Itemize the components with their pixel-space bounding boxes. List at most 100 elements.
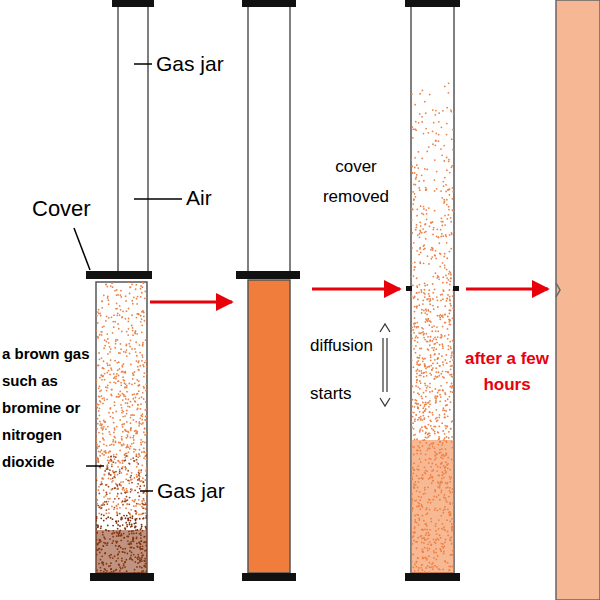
gas-particle — [111, 282, 113, 284]
gas-particle — [111, 316, 113, 318]
gas-particle — [123, 380, 125, 382]
gas-particle — [450, 346, 452, 348]
gas-particle — [145, 488, 147, 490]
gas-particle — [436, 188, 438, 190]
gas-particle — [426, 387, 428, 389]
gas-particle — [446, 218, 448, 220]
gas-particle — [113, 381, 115, 383]
gas-particle — [120, 384, 122, 386]
gas-particle — [450, 348, 452, 350]
gas-particle — [422, 407, 424, 409]
gas-particle — [142, 310, 144, 312]
gas-particle — [437, 432, 439, 434]
gas-particle — [112, 439, 114, 441]
gas-particle — [118, 460, 120, 462]
gas-particle — [132, 374, 134, 376]
gas-particle — [98, 489, 100, 491]
gas-particle — [141, 292, 143, 294]
gas-particle — [140, 315, 142, 317]
gas-particle — [96, 428, 98, 430]
gas-particle — [134, 510, 136, 512]
gas-particle — [432, 229, 434, 231]
gas-particle — [448, 159, 450, 161]
gas-particle — [110, 407, 112, 409]
gas-particle — [450, 305, 452, 307]
gas-particle — [128, 503, 130, 505]
gas-particle — [121, 445, 123, 447]
gas-particle — [118, 352, 120, 354]
gas-particle — [110, 474, 112, 476]
gas-particle — [113, 444, 115, 446]
gas-particle — [139, 455, 141, 457]
gas-particle — [121, 407, 123, 409]
gas-particle — [97, 336, 99, 338]
gas-particle — [112, 471, 114, 473]
gas-particle — [117, 493, 119, 495]
cover-plate — [236, 271, 300, 279]
gas-particle — [98, 450, 100, 452]
gas-particle — [431, 326, 433, 328]
gas-particle — [411, 411, 413, 413]
gas-particle — [97, 322, 99, 324]
gas-particle — [106, 493, 108, 495]
gas-particle — [421, 372, 423, 374]
gas-particle — [411, 337, 413, 339]
gas-particle — [448, 334, 450, 336]
gas-particle — [429, 295, 431, 297]
gas-particle — [116, 488, 118, 490]
gas-particle — [426, 213, 428, 215]
gas-particle — [438, 134, 440, 136]
gas-particle — [144, 455, 146, 457]
gas-particle — [106, 286, 108, 288]
gas-particle — [108, 452, 110, 454]
gas-particle — [437, 315, 439, 317]
gas-particle — [111, 389, 113, 391]
gas-particle — [106, 503, 108, 505]
gas-particle — [414, 434, 416, 436]
gas-particle — [127, 431, 129, 433]
gas-particle — [143, 451, 145, 453]
gas-particle — [125, 398, 127, 400]
gas-particle — [136, 303, 138, 305]
gas-particle — [122, 399, 124, 401]
gas-particle — [129, 497, 131, 499]
gas-particle — [427, 349, 429, 351]
gas-particle — [436, 376, 438, 378]
gas-particle — [438, 112, 440, 114]
gas-particle — [419, 189, 421, 191]
gas-particle — [116, 289, 118, 291]
gas-particle — [133, 501, 135, 503]
gas-particle — [125, 501, 127, 503]
gas-particle — [114, 427, 116, 429]
gas-particle — [139, 488, 141, 490]
gas-particle — [134, 499, 136, 501]
gas-particle — [436, 296, 438, 298]
gas-particle — [111, 505, 113, 507]
gas-particle — [442, 235, 444, 237]
gas-particle — [120, 481, 122, 483]
gas-particle — [417, 369, 419, 371]
gas-particle — [143, 386, 145, 388]
gas-particle — [107, 498, 109, 500]
gas-particle — [111, 389, 113, 391]
gas-particle — [132, 394, 134, 396]
gas-particle — [135, 526, 137, 528]
gas-particle — [101, 425, 103, 427]
gas-particle — [421, 291, 423, 293]
gas-particle — [429, 300, 431, 302]
gas-particle — [97, 311, 99, 313]
gas-particle — [120, 485, 122, 487]
jar-base — [90, 573, 154, 581]
gas-particle — [424, 285, 426, 287]
gas-particle — [420, 418, 422, 420]
gas-particle — [138, 369, 140, 371]
gas-particle — [423, 337, 425, 339]
gas-particle — [122, 481, 124, 483]
gas-particle — [104, 421, 106, 423]
gas-particle — [415, 337, 417, 339]
gas-particle — [136, 393, 138, 395]
gas-particle — [140, 296, 142, 298]
gas-particle — [127, 446, 129, 448]
gas-particle — [126, 490, 128, 492]
gas-particle — [426, 366, 428, 368]
